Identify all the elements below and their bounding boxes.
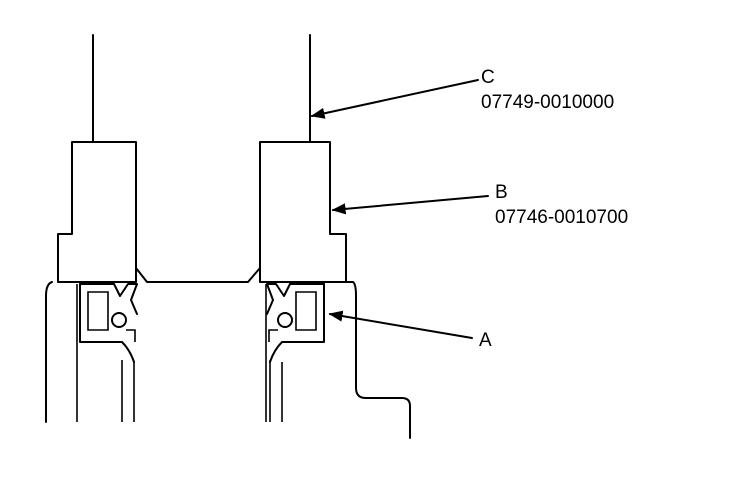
callout-a-letter: A — [479, 330, 492, 351]
callout-b-letter: B — [495, 182, 508, 203]
housing — [45, 281, 411, 439]
callout-c-part-number: 07749-0010000 — [481, 92, 614, 113]
leader-c — [310, 79, 479, 119]
driver-handle — [92, 34, 311, 143]
oil-seal-left — [79, 283, 138, 363]
leader-b — [331, 195, 489, 215]
attachment — [57, 141, 347, 283]
leader-lines — [310, 79, 489, 339]
callout-b-part-number: 07746-0010700 — [495, 207, 628, 228]
oil-seal-right — [266, 283, 325, 363]
leader-a — [328, 310, 473, 339]
callout-c-letter: C — [481, 67, 495, 88]
